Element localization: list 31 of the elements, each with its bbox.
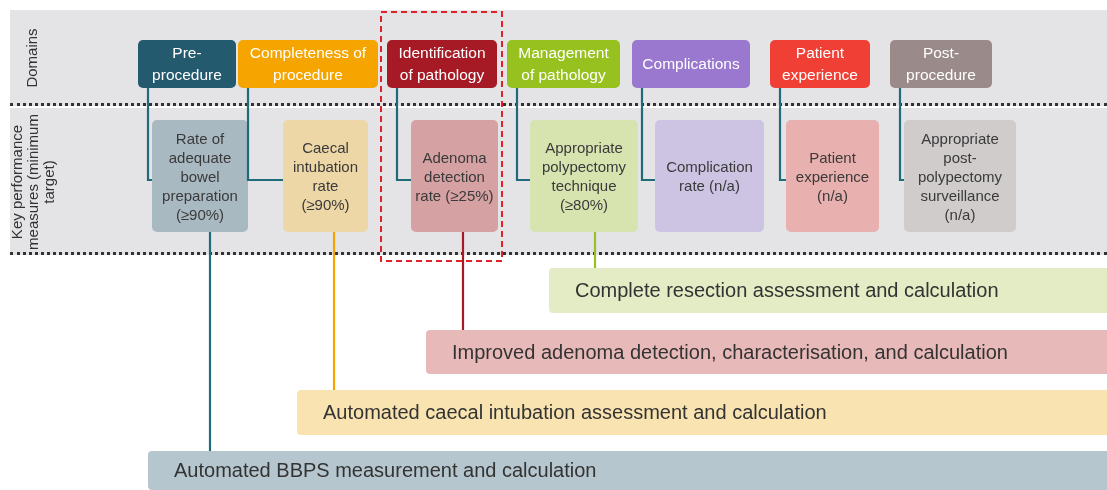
- connector-line: [515, 88, 530, 182]
- domain-box: Identification of pathology: [387, 40, 497, 88]
- measure-box: Caecal intubation rate (≥90%): [283, 120, 368, 232]
- connector-line: [640, 88, 655, 182]
- domain-box: Patient experience: [770, 40, 870, 88]
- connector-line: [246, 88, 283, 182]
- connector-line: [593, 232, 597, 268]
- connector-line: [461, 232, 465, 330]
- measure-box: Rate of adequate bowel preparation (≥90%): [152, 120, 248, 232]
- band-heading: Domains: [24, 27, 40, 90]
- measure-box: Adenoma detection rate (≥25%): [411, 120, 498, 232]
- connector-line: [332, 232, 336, 390]
- measure-box: Appropriate polypectomy technique (≥80%): [530, 120, 638, 232]
- technology-bar: Automated BBPS measurement and calculation: [148, 451, 1107, 490]
- measure-box: Complication rate (n/a): [655, 120, 764, 232]
- domain-box: Pre-procedure: [138, 40, 236, 88]
- technology-bar: Improved adenoma detection, characterisation, and calculation: [426, 330, 1107, 374]
- band-heading: Key performance measures (minimum target): [8, 113, 56, 250]
- domain-box: Management of pathology: [507, 40, 620, 88]
- domain-box: Post-procedure: [890, 40, 992, 88]
- connector-line: [395, 88, 411, 182]
- connector-line: [778, 88, 786, 182]
- measure-box: Patient experience (n/a): [786, 120, 879, 232]
- connector-line: [898, 88, 904, 182]
- domain-box: Complications: [632, 40, 750, 88]
- measure-box: Appropriate post-polypectomy surveillance (n/a): [904, 120, 1016, 232]
- domain-box: Completeness of procedure: [238, 40, 378, 88]
- technology-bar: Automated caecal intubation assessment and calculation: [297, 390, 1107, 435]
- connector-line: [208, 232, 212, 451]
- technology-bar: Complete resection assessment and calculation: [549, 268, 1107, 313]
- connector-line: [146, 88, 152, 182]
